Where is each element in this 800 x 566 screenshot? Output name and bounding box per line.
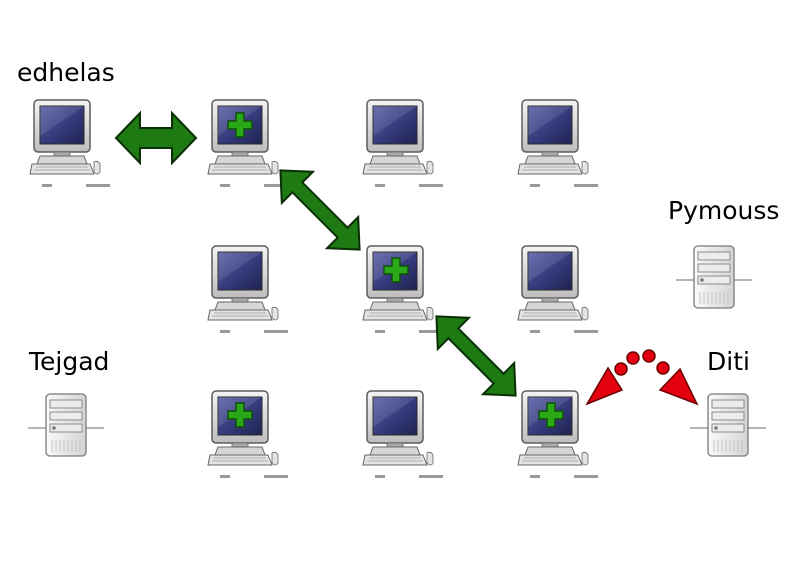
red-dotted-link <box>585 349 699 406</box>
computer-peer-4 <box>517 390 599 479</box>
computer-idle <box>517 245 599 334</box>
computer-idle <box>362 390 444 479</box>
label-edhelas: edhelas <box>17 58 115 87</box>
computer-peer-3 <box>207 390 289 479</box>
server-pymouss <box>675 245 753 309</box>
red-dot <box>626 351 640 365</box>
red-dot <box>656 361 670 375</box>
red-arrowhead-right <box>658 367 699 406</box>
double-arrow-peer-2-peer-4 <box>435 315 517 397</box>
label-diti: Diti <box>707 347 750 376</box>
computer-idle <box>517 99 599 188</box>
label-pymouss: Pymouss <box>668 196 780 225</box>
double-arrow-peer-1-peer-2 <box>279 169 361 251</box>
red-dot <box>642 349 656 363</box>
red-dot <box>614 362 628 376</box>
computer-idle <box>207 245 289 334</box>
red-arrowhead-left <box>585 366 624 406</box>
server-diti <box>689 393 767 457</box>
computer-edhelas <box>29 99 111 188</box>
server-tejgad <box>27 393 105 457</box>
computer-peer-1 <box>207 99 289 188</box>
double-arrow-edhelas-peer <box>114 110 198 166</box>
computer-peer-2 <box>362 245 444 334</box>
computer-idle <box>362 99 444 188</box>
label-tejgad: Tejgad <box>29 347 110 376</box>
